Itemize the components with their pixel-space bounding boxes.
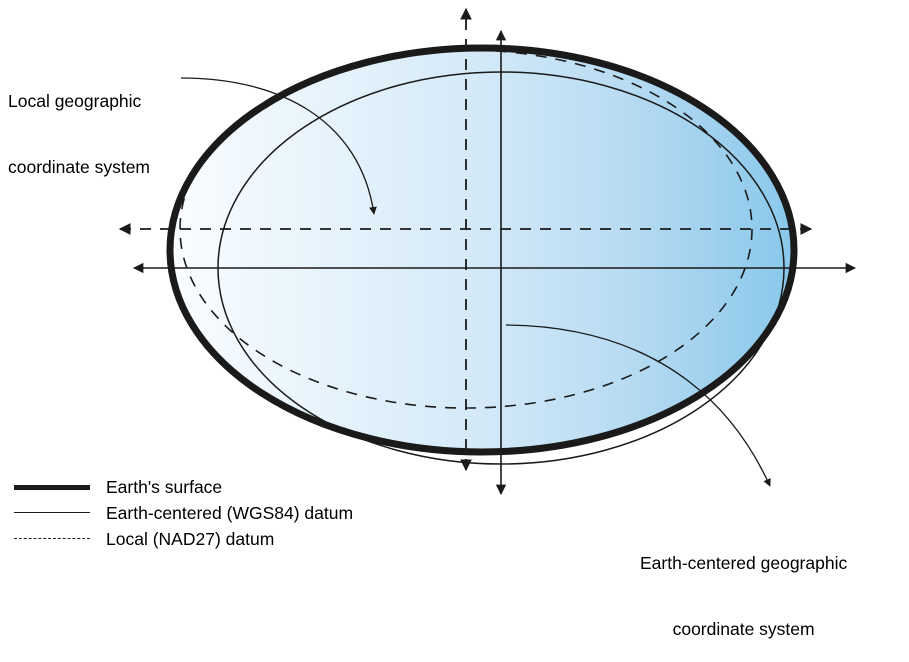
- callout-local-geographic: Local geographic coordinate system: [8, 46, 150, 200]
- legend-swatch-thin-solid-line-icon: [14, 505, 90, 521]
- callout-local-line1: Local geographic: [8, 91, 142, 111]
- legend-label-earth-surface: Earth's surface: [106, 477, 223, 497]
- local-geographic-leader-line: [180, 77, 377, 215]
- legend-label-wgs84-datum: Earth-centered (WGS84) datum: [106, 503, 354, 523]
- earth-datum-diagram: [118, 7, 857, 496]
- callout-earth-centered-geographic: Earth-centered geographic coordinate sys…: [640, 508, 847, 662]
- callout-local-line2: coordinate system: [8, 157, 151, 177]
- legend-swatch-thick-solid-line-icon: [14, 479, 90, 495]
- callout-ecef-line2: coordinate system: [672, 619, 815, 639]
- callout-ecef-line1: Earth-centered geographic: [640, 553, 848, 573]
- wgs84-earth-centered-axes: [132, 29, 857, 496]
- legend: Earth's surface Earth-centered (WGS84) d…: [14, 474, 354, 552]
- legend-item-nad27-datum: Local (NAD27) datum: [14, 526, 354, 552]
- nad27-local-axes: [118, 7, 813, 472]
- legend-swatch-dashed-line-icon: [14, 531, 90, 547]
- legend-item-earth-surface: Earth's surface: [14, 474, 354, 500]
- earth-centered-geographic-leader-line: [505, 324, 771, 487]
- legend-item-wgs84-datum: Earth-centered (WGS84) datum: [14, 500, 354, 526]
- legend-label-nad27-datum: Local (NAD27) datum: [106, 529, 275, 549]
